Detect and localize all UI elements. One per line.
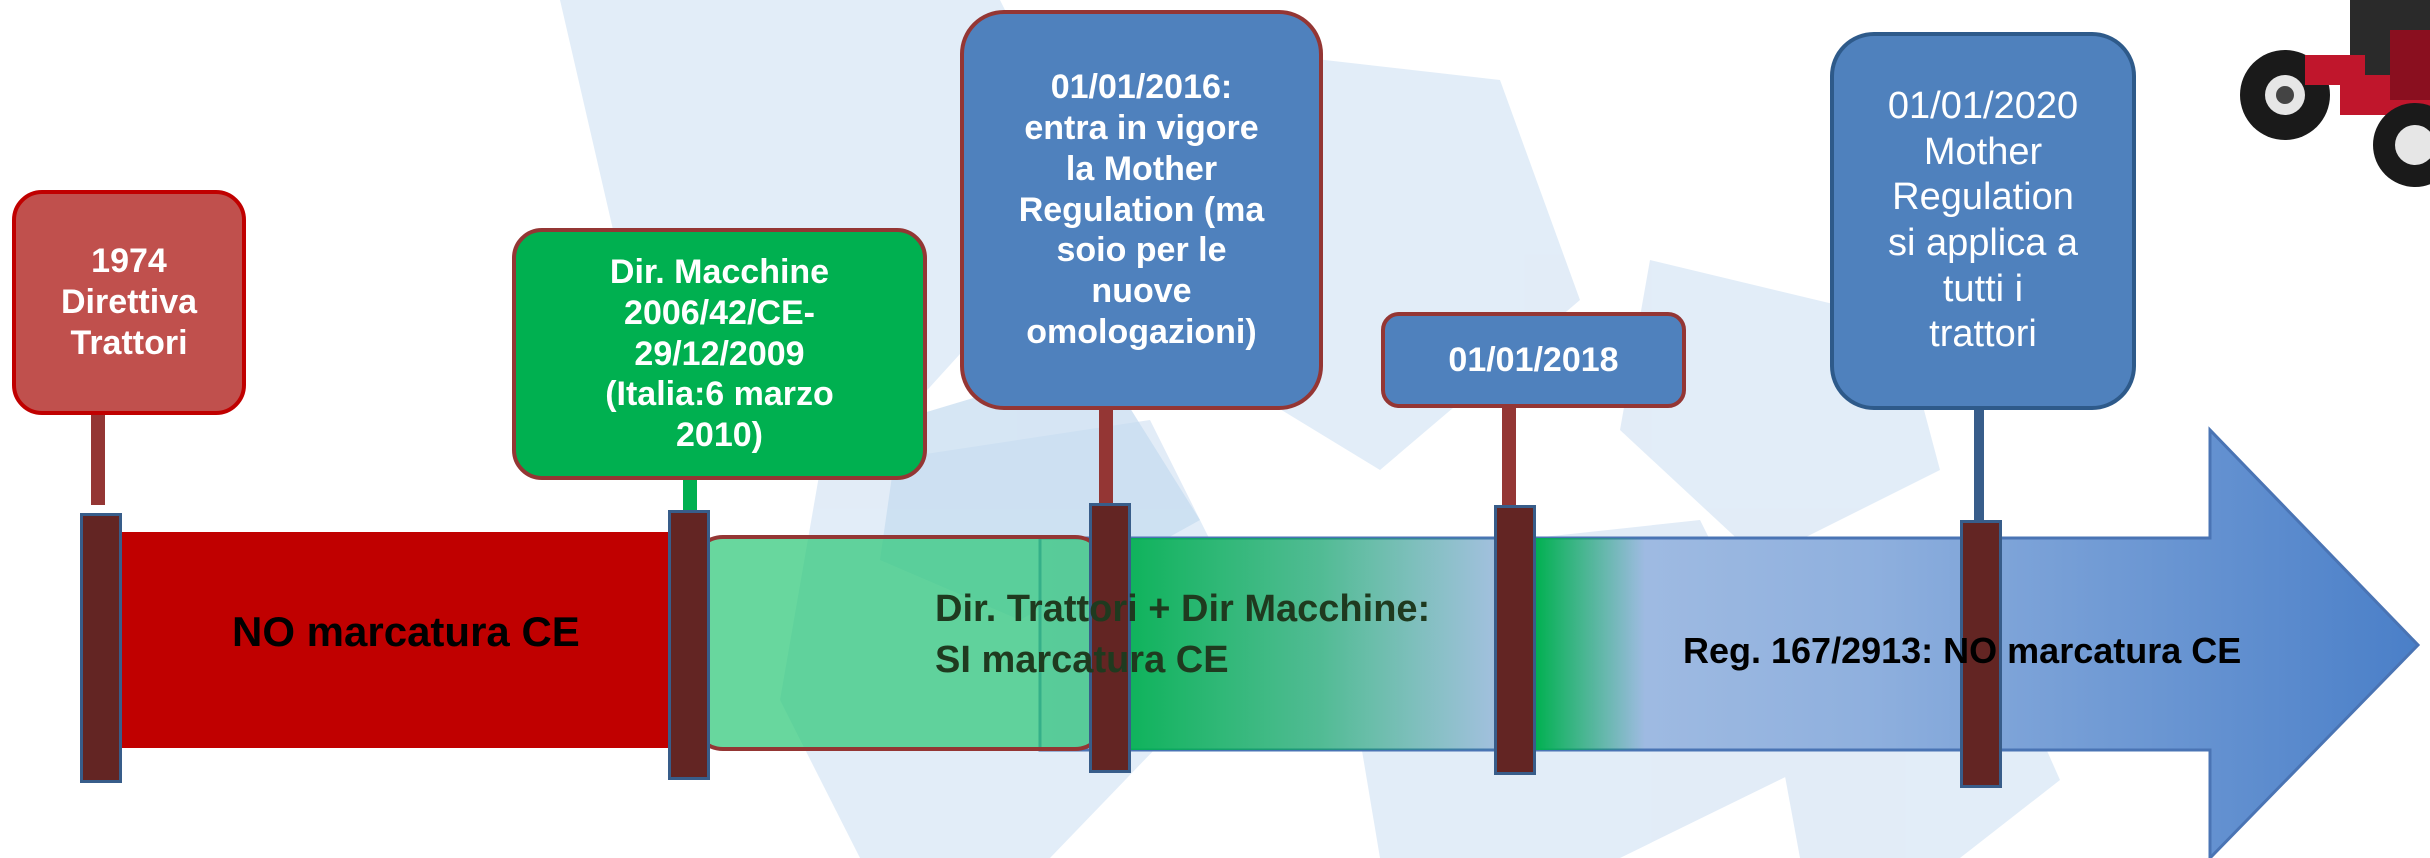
event-2016-text: 01/01/2016: entra in vigore la Mother Re… <box>1018 68 1265 351</box>
timeline-post-2018 <box>1494 505 1536 775</box>
phase-no-ce-label: NO marcatura CE <box>232 608 580 655</box>
event-2018-box: 01/01/2018 <box>1381 312 1686 408</box>
phase-si-ce-label: Dir. Trattori + Dir Macchine: SI marcatu… <box>935 588 1431 682</box>
timeline-post-2020 <box>1960 520 2002 788</box>
stem-2018 <box>1502 405 1516 505</box>
timeline-post-2016 <box>1089 503 1131 773</box>
tractor-image <box>2240 0 2430 187</box>
event-2020-text: 01/01/2020 Mother Regulation si applica … <box>1887 85 2079 356</box>
event-macchine-box: Dir. Macchine 2006/42/CE- 29/12/2009 (It… <box>512 228 927 480</box>
event-1974-text: 1974 Direttiva Trattori <box>60 242 198 362</box>
event-2016-box: 01/01/2016: entra in vigore la Mother Re… <box>960 10 1323 410</box>
event-2018-text: 01/01/2018 <box>1448 340 1619 379</box>
stem-1974 <box>91 405 105 505</box>
stem-2020 <box>1974 410 1984 520</box>
timeline-post-1974 <box>80 513 122 783</box>
event-macchine-text: Dir. Macchine 2006/42/CE- 29/12/2009 (It… <box>605 253 834 455</box>
no-ce-band <box>115 532 685 748</box>
event-1974-box: 1974 Direttiva Trattori <box>12 190 246 415</box>
phase-reg-label: Reg. 167/2913: NO marcatura CE <box>1683 630 2242 671</box>
stem-2016 <box>1099 410 1113 505</box>
timeline-post-macchine <box>668 510 710 780</box>
event-2020-box: 01/01/2020 Mother Regulation si applica … <box>1830 32 2136 410</box>
